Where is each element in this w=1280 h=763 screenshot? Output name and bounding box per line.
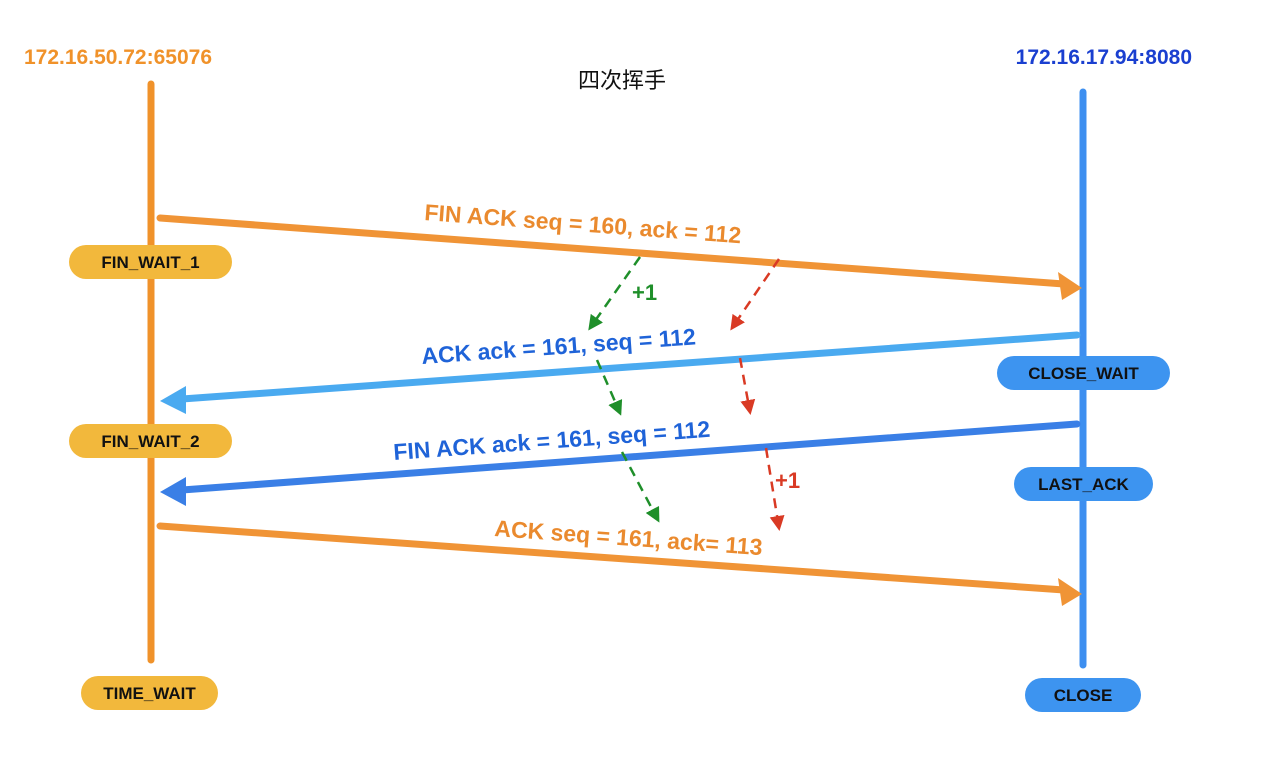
ack-tracking-arrows <box>730 258 785 531</box>
state-close: CLOSE <box>1025 678 1141 712</box>
diagram-title: 四次挥手 <box>578 68 666 93</box>
left-host-label: 172.16.50.72:65076 <box>24 46 212 69</box>
message-4-arrow <box>156 522 1082 606</box>
state-last-ack: LAST_ACK <box>1014 467 1153 501</box>
message-2-arrow <box>160 331 1081 414</box>
svg-text:CLOSE: CLOSE <box>1054 686 1113 705</box>
state-fin-wait-1: FIN_WAIT_1 <box>69 245 232 279</box>
svg-text:FIN_WAIT_2: FIN_WAIT_2 <box>101 432 199 451</box>
message-3-arrow <box>160 420 1081 506</box>
seq-increment-label: +1 <box>632 280 657 305</box>
seq-tracking-arrows <box>588 256 660 523</box>
state-fin-wait-2: FIN_WAIT_2 <box>69 424 232 458</box>
message-1-arrow <box>156 214 1082 300</box>
svg-text:CLOSE_WAIT: CLOSE_WAIT <box>1028 364 1139 383</box>
ack-increment-label: +1 <box>775 468 800 493</box>
svg-text:FIN_WAIT_1: FIN_WAIT_1 <box>101 253 199 272</box>
svg-text:TIME_WAIT: TIME_WAIT <box>103 684 196 703</box>
state-time-wait: TIME_WAIT <box>81 676 218 710</box>
svg-text:LAST_ACK: LAST_ACK <box>1038 475 1129 494</box>
right-host-label: 172.16.17.94:8080 <box>1016 46 1192 69</box>
state-close-wait: CLOSE_WAIT <box>997 356 1170 390</box>
